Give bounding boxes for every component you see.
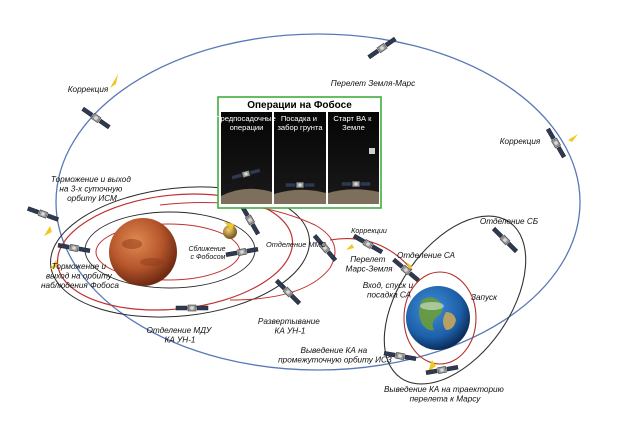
label-transfer-mars-earth: Перелет Марс-Земля	[346, 255, 394, 274]
label-separation-sa: Отделение СА	[397, 251, 456, 260]
earth-orbit-red	[403, 271, 477, 365]
mars-orbit-large-dark	[50, 186, 310, 318]
label-transfer-earth-mars: Перелет Земля-Марс	[331, 79, 415, 88]
mars-earth-return-path	[329, 238, 413, 271]
inset-panel-3	[328, 112, 379, 204]
inset-panel: Операции на Фобосе Предпосадочные операц…	[215, 96, 382, 209]
inset-lander-3	[341, 180, 371, 188]
inset-title: Операции на Фобосе	[247, 99, 352, 111]
label-trajectory-insertion: Выведение КА на траекторию перелета к Ма…	[384, 385, 506, 404]
label-separation-mdu: Отделение МДУ КА УН-1	[146, 326, 213, 345]
label-corrections: Коррекции	[351, 226, 387, 235]
label-approach-phobos: Сближение с Фобосом	[189, 245, 228, 261]
spacecraft-un1	[274, 278, 302, 306]
spacecraft-near-phobos	[238, 204, 262, 236]
spacecraft-braking-phobos	[57, 241, 91, 255]
spacecraft-transfer-top	[366, 35, 398, 61]
label-launch: Запуск	[471, 293, 498, 302]
spacecraft-corrections	[352, 232, 384, 256]
mars-planet	[109, 218, 177, 286]
inset-panel-1	[221, 112, 272, 204]
label-separation-mmc: Отделение ММС	[266, 240, 327, 249]
inset-panel-3-label: Старт ВА к Земле	[333, 114, 373, 132]
label-correction-left: Коррекция	[68, 85, 109, 94]
label-deploy: Развертывание КА УН-1	[258, 317, 322, 336]
inset-lander-2	[285, 181, 315, 189]
spacecraft-approach-phobos	[225, 245, 259, 259]
spacecraft-mdu	[175, 304, 209, 312]
label-correction-right: Коррекция	[500, 137, 541, 146]
spacecraft-separation-sb	[491, 226, 519, 254]
inset-return-vehicle	[369, 148, 375, 154]
thruster-flames	[44, 74, 578, 372]
earth-mars-transfer-orbit	[55, 33, 581, 371]
label-separation-sb: Отделение СБ	[480, 217, 539, 226]
phobos-moon	[223, 225, 237, 239]
earth-planet	[406, 286, 470, 350]
inset-panel-2	[274, 112, 326, 204]
spacecraft-correction-left	[80, 105, 112, 131]
inset-panel-2-label: Посадка и забор грунта	[277, 114, 323, 132]
label-entry-descent: Вход, спуск и посадка СА	[363, 281, 416, 300]
spacecraft-braking-3day	[26, 205, 60, 223]
label-braking-3day: Торможение и выход на 3-х суточную орбит…	[51, 175, 133, 203]
label-braking-phobos: Торможение и выход на орбиту наблюдения …	[41, 262, 119, 290]
label-leo-insertion: Выведение КА на промежуточную орбиту ИСЗ	[278, 346, 392, 365]
inset-panel-1-label: Предпосадочные операции	[215, 114, 278, 132]
